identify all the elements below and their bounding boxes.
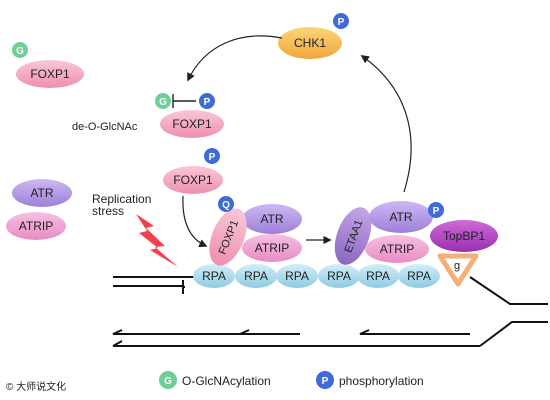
atr-node bbox=[242, 204, 302, 234]
g-badge-icon bbox=[159, 371, 177, 389]
g-badge-icon bbox=[12, 42, 28, 58]
q-badge-label: Q bbox=[222, 200, 230, 211]
clamp-icon bbox=[437, 253, 479, 287]
dna-fork-upper bbox=[469, 276, 548, 305]
arrow-left-icon bbox=[359, 329, 370, 335]
topbp1-node bbox=[430, 220, 498, 252]
complex-to-chk1-arrow bbox=[360, 55, 412, 193]
g-badge-icon bbox=[155, 93, 171, 109]
rpa-node bbox=[276, 264, 318, 288]
replication-label: Replication bbox=[92, 192, 151, 206]
atr-label: ATR bbox=[30, 186, 53, 200]
phospho-foxp1-group: FOXP1 P bbox=[163, 148, 223, 194]
atr-node bbox=[12, 179, 72, 207]
p-badge-label: P bbox=[209, 152, 216, 163]
topbp1-label: TopBP1 bbox=[443, 229, 485, 243]
atrip-node bbox=[242, 234, 302, 262]
atrip-label: ATRIP bbox=[19, 219, 53, 233]
rpa-node bbox=[193, 264, 235, 288]
p-badge-icon bbox=[204, 148, 220, 164]
q-badge-icon bbox=[218, 196, 234, 212]
foxp1-atr-complex: ATR ATRIP FOXP1 Q bbox=[209, 196, 302, 266]
atrip-node bbox=[6, 212, 66, 240]
foxp1-label: FOXP1 bbox=[30, 67, 70, 81]
p-badge-icon bbox=[428, 202, 444, 218]
p-badge-label: P bbox=[322, 376, 329, 387]
p-badge-label: P bbox=[433, 206, 440, 217]
watermark: © 大师说文化 bbox=[6, 380, 66, 393]
atr-label: ATR bbox=[260, 212, 283, 226]
p-badge-icon bbox=[199, 93, 215, 109]
foxp1-label: FOXP1 bbox=[172, 117, 212, 131]
free-atr-atrip-group: ATR ATRIP bbox=[6, 179, 72, 240]
chk1-to-foxp1-arrow bbox=[187, 35, 283, 82]
atrip-node bbox=[365, 235, 429, 263]
rpa-node bbox=[318, 264, 360, 288]
foxp1-node bbox=[209, 208, 247, 266]
deglcnac-foxp1-group: de-O-GlcNAc FOXP1 G P bbox=[72, 93, 224, 138]
p-badge-label: P bbox=[204, 97, 211, 108]
foxp1-node bbox=[160, 110, 224, 138]
lightning-icon bbox=[136, 214, 178, 267]
p-badge-label: P bbox=[338, 17, 345, 28]
p-badge-icon bbox=[333, 13, 349, 29]
etaa1-atr-complex: ETAA1 ATR P ATRIP g TopBP1 bbox=[334, 201, 498, 287]
replication-stress-group: Replication stress bbox=[92, 192, 178, 267]
g-badge-label: G bbox=[16, 46, 24, 57]
rpa-node bbox=[398, 264, 440, 288]
legend-phosphorylation: phosphorylation bbox=[339, 374, 424, 388]
topbp1-sub-label: g bbox=[454, 260, 460, 272]
etaa1-node bbox=[334, 207, 372, 265]
rpa-node bbox=[235, 264, 277, 288]
foxp1-node bbox=[163, 166, 223, 194]
stress-label: stress bbox=[92, 204, 124, 218]
atr-node bbox=[369, 201, 433, 233]
dna-fork-lower bbox=[479, 321, 548, 347]
rpa-label: RPA bbox=[366, 269, 390, 283]
rpa-label: RPA bbox=[202, 269, 226, 283]
rpa-label: RPA bbox=[327, 269, 351, 283]
rpa-label: RPA bbox=[407, 269, 431, 283]
arrow-left-icon bbox=[112, 329, 123, 335]
de-o-glcnac-label: de-O-GlcNAc bbox=[72, 121, 138, 133]
rpa-node bbox=[357, 264, 399, 288]
legend-o-glcnacylation: O-GlcNAcylation bbox=[182, 374, 271, 388]
chk1-group: CHK1 P bbox=[278, 13, 349, 59]
dna-arrow bbox=[112, 340, 123, 347]
chk1-label: CHK1 bbox=[294, 36, 326, 50]
foxp1-node bbox=[16, 60, 84, 88]
free-foxp1-group: FOXP1 G bbox=[12, 42, 84, 88]
rpa-label: RPA bbox=[244, 269, 268, 283]
atrip-label: ATRIP bbox=[380, 242, 414, 256]
dna-strands bbox=[112, 276, 548, 347]
p-badge-icon bbox=[316, 371, 334, 389]
rpa-label: RPA bbox=[285, 269, 309, 283]
atrip-label: ATRIP bbox=[255, 241, 289, 255]
chk1-node bbox=[278, 27, 342, 59]
arrow-left-icon bbox=[239, 329, 250, 335]
foxp1-label: FOXP1 bbox=[173, 173, 213, 187]
atr-label: ATR bbox=[389, 210, 412, 224]
legend: G O-GlcNAcylation P phosphorylation bbox=[159, 371, 424, 389]
foxp1-to-complex-arrow bbox=[182, 195, 208, 248]
g-badge-label: G bbox=[159, 97, 167, 108]
rpa-row: RPA RPA RPA RPA RPA RPA bbox=[193, 264, 440, 288]
g-badge-label: G bbox=[164, 376, 172, 387]
